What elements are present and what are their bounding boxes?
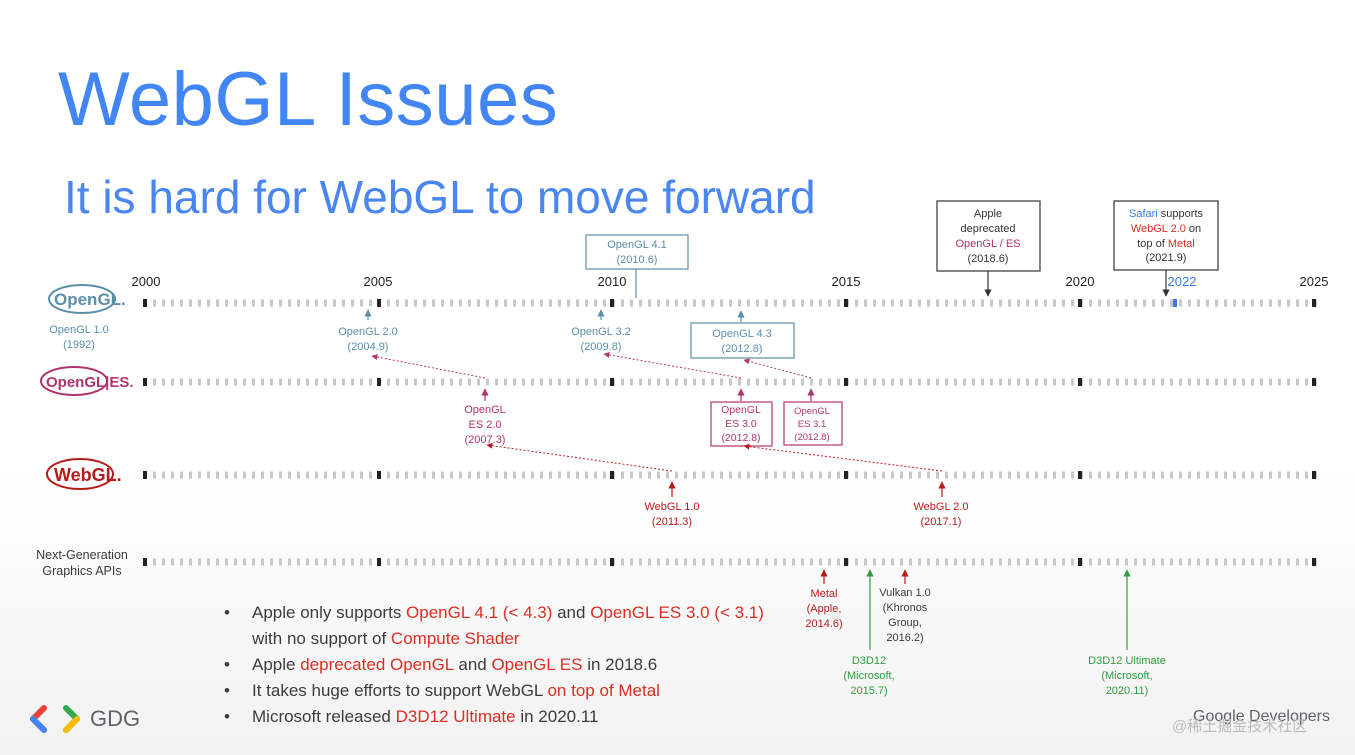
mapping-es31-to-gl43: [743, 358, 812, 379]
event-label: ES 3.0: [725, 418, 757, 430]
event-label: OpenGL: [464, 404, 506, 416]
event-label: D3D12: [852, 655, 886, 667]
opengles-logo: OpenGL|ES.: [40, 366, 134, 396]
bullet-item: Apple only supports OpenGL 4.1 (< 4.3) a…: [222, 600, 782, 652]
mapping-webgl1-to-es20: [486, 442, 673, 472]
event-date: (1992): [63, 339, 95, 351]
event-label: top of Metal: [1137, 238, 1194, 250]
event-date: 2016.2): [886, 632, 923, 644]
event-date: (2021.9): [1146, 252, 1187, 264]
slide-title: WebGL Issues: [58, 57, 559, 142]
bullet-item: It takes huge efforts to support WebGL o…: [222, 678, 782, 704]
event-label: Metal: [811, 588, 838, 600]
event-d3d12-ultimate-label: D3D12 Ultimate (Microsoft, 2020.11): [1088, 655, 1166, 697]
event-label: WebGL 2.0 on: [1131, 223, 1201, 235]
event-label: Safari supports: [1129, 208, 1203, 220]
event-date: (2007.3): [465, 434, 506, 446]
event-opengl-4-3: OpenGL 4.3 (2012.8): [690, 310, 795, 359]
event-d3d12-label: D3D12 (Microsoft, 2015.7): [843, 655, 894, 697]
year-label: 2025: [1300, 274, 1329, 289]
event-label: OpenGL / ES: [955, 238, 1020, 250]
slide-subtitle: It is hard for WebGL to move forward: [64, 171, 816, 223]
event-label: deprecated: [960, 223, 1015, 235]
bullet-list: Apple only supports OpenGL 4.1 (< 4.3) a…: [222, 600, 782, 730]
event-opengl-3-2: OpenGL 3.2 (2009.8): [571, 326, 631, 353]
event-label: OpenGL 2.0: [338, 326, 398, 338]
event-label: ES 3.1: [798, 419, 827, 430]
watermark: @稀土掘金技术社区: [1172, 718, 1308, 735]
event-opengl-es-3-1: OpenGL ES 3.1 (2012.8): [783, 388, 843, 446]
event-opengl-1-0: OpenGL 1.0 (1992): [49, 324, 109, 351]
event-label: OpenGL 3.2: [571, 326, 631, 338]
webgl-logo: WebGL.: [46, 458, 122, 490]
event-opengl-2-0: OpenGL 2.0 (2004.9): [338, 326, 398, 353]
event-label: (Microsoft,: [843, 670, 894, 682]
event-date: (2010.6): [617, 254, 658, 266]
year-label: 2000: [132, 274, 161, 289]
event-date: 2014.6): [805, 618, 842, 630]
event-metal: Metal (Apple, 2014.6): [805, 569, 843, 630]
bullet-item: Apple deprecated OpenGL and OpenGL ES in…: [222, 652, 782, 678]
opengl-logo: OpenGL.: [48, 284, 126, 314]
year-label: 2010: [598, 274, 627, 289]
event-opengl-4-1: OpenGL 4.1 (2010.6): [585, 234, 689, 298]
event-date: 2020.11): [1106, 685, 1149, 697]
event-label: OpenGL 1.0: [49, 324, 109, 336]
event-vulkan: Vulkan 1.0 (Khronos Group, 2016.2): [879, 569, 931, 644]
event-label: Vulkan 1.0: [879, 587, 931, 599]
event-date: (2018.6): [968, 253, 1009, 265]
webgl-logo-text: WebGL.: [54, 465, 122, 485]
event-label: OpenGL: [794, 406, 830, 417]
nextgen-label-line2: Graphics APIs: [42, 564, 121, 578]
gdg-logo-icon: [30, 705, 80, 733]
bullet-item: Microsoft released D3D12 Ultimate in 202…: [222, 704, 782, 730]
year-label: 2015: [832, 274, 861, 289]
event-label: Apple: [974, 208, 1002, 220]
event-safari-webgl2: Safari supports WebGL 2.0 on top of Meta…: [1113, 200, 1219, 297]
event-apple-deprecated: Apple deprecated OpenGL / ES (2018.6): [936, 200, 1041, 297]
event-date: 2015.7): [850, 685, 887, 697]
year-label: 2020: [1066, 274, 1095, 289]
nextgen-label-line1: Next-Generation: [36, 548, 128, 562]
event-opengl-es-2-0: OpenGL ES 2.0 (2007.3): [464, 388, 506, 446]
event-label: D3D12 Ultimate: [1088, 655, 1166, 667]
event-label: (Microsoft,: [1101, 670, 1152, 682]
event-label: (Khronos: [883, 602, 928, 614]
lower-labels: D3D12 (Microsoft, 2015.7) D3D12 Ultimate…: [843, 655, 1166, 697]
opengles-logo-text: OpenGL|ES.: [46, 374, 134, 391]
event-label: WebGL 1.0: [644, 501, 699, 513]
event-webgl-1-0: WebGL 1.0 (2011.3): [644, 481, 700, 528]
opengl-logo-text: OpenGL.: [54, 290, 126, 309]
timeline-diagram: 2000 2005 2010 2015 2020 2022 2025 OpenG…: [36, 200, 1329, 650]
year-label: 2005: [364, 274, 393, 289]
nextgen-track-label: Next-Generation Graphics APIs: [36, 548, 128, 578]
mapping-es30-to-gl32: [603, 351, 742, 379]
tick-2022: [1173, 299, 1177, 307]
event-label: WebGL 2.0: [913, 501, 968, 513]
event-label: (Apple,: [807, 603, 842, 615]
year-labels: 2000 2005 2010 2015 2020 2022 2025: [132, 274, 1329, 289]
event-date: (2012.8): [794, 432, 829, 443]
event-webgl-2-0: WebGL 2.0 (2017.1): [913, 481, 969, 528]
event-date: (2012.8): [722, 343, 763, 355]
event-date: (2017.1): [921, 516, 962, 528]
mapping-es20-to-gl20: [371, 354, 486, 379]
gdg-label: GDG: [90, 706, 141, 731]
event-date: (2009.8): [581, 341, 622, 353]
mapping-webgl2-to-es30: [743, 443, 943, 472]
event-label: OpenGL 4.1: [607, 239, 667, 251]
year-label-2022: 2022: [1168, 274, 1197, 289]
event-label: ES 2.0: [468, 419, 501, 431]
year-ticks: [143, 299, 1316, 566]
event-date: (2012.8): [721, 432, 760, 444]
event-date: (2011.3): [652, 516, 692, 528]
event-label: OpenGL 4.3: [712, 328, 772, 340]
event-opengl-es-3-0: OpenGL ES 3.0 (2012.8): [710, 388, 773, 447]
event-date: (2004.9): [348, 341, 389, 353]
google-developers-label: Google Developers: [1193, 708, 1330, 725]
event-label: OpenGL: [721, 404, 761, 416]
event-label: Group,: [888, 617, 922, 629]
